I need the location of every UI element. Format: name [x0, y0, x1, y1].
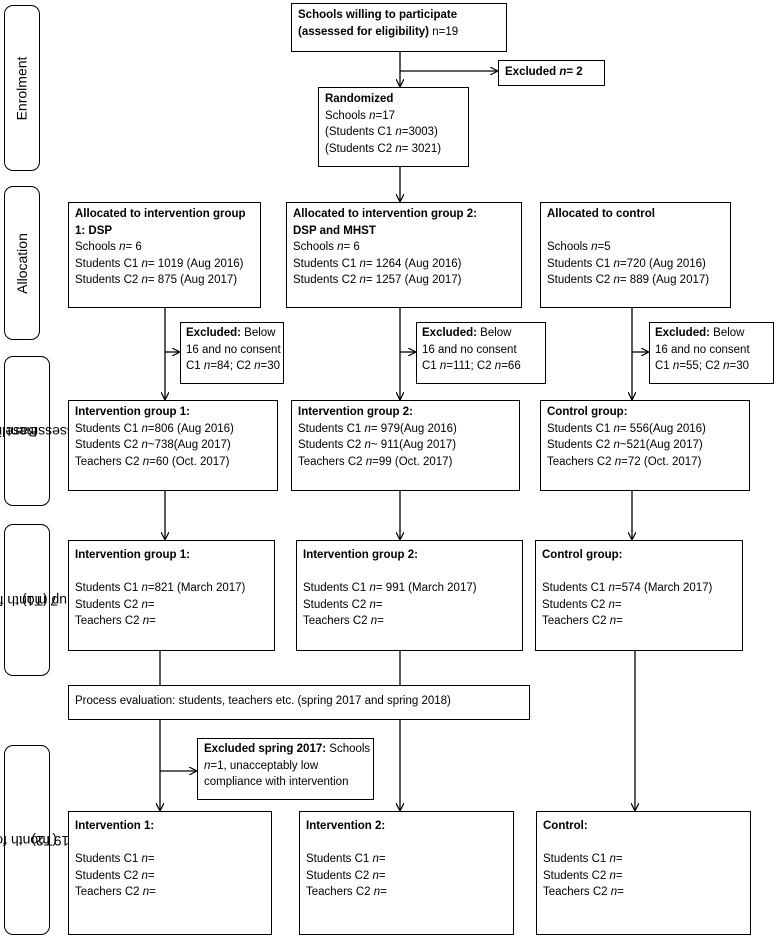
- phase-t2: 19 month follow-up(T2): [0, 745, 69, 935]
- excluded-group2-box: Excluded: Below 16 and no consent C1 n=1…: [416, 322, 546, 384]
- phase-t1: 7 month follow-up (T1): [0, 524, 67, 676]
- t2-control-box: Control: Students C1 n= Students C2 n= T…: [536, 811, 751, 935]
- t2-group2-box: Intervention 2: Students C1 n= Students …: [299, 811, 514, 935]
- t2-group1-box: Intervention 1: Students C1 n= Students …: [68, 811, 272, 935]
- allocation-group1-box: Allocated to intervention group 1: DSP S…: [68, 202, 261, 308]
- schools-eligibility-box: Schools willing to participate (assessed…: [291, 3, 507, 52]
- t1-group1-box: Intervention group 1: Students C1 n=821 …: [68, 540, 275, 651]
- allocation-control-box: Allocated to control Schools n=5 Student…: [540, 202, 731, 308]
- process-evaluation-box: Process evaluation: students, teachers e…: [68, 685, 530, 720]
- phase-allocation: Allocation: [4, 186, 40, 340]
- excluded-spring-box: Excluded spring 2017: Schools n=1, unacc…: [197, 738, 374, 800]
- randomized-box: Randomized Schools n=17 (Students C1 n=3…: [318, 87, 469, 167]
- allocation-group2-box: Allocated to intervention group 2: DSP a…: [286, 202, 522, 308]
- phase-baseline: Baselineassessment: [0, 356, 81, 506]
- excluded-enrolment-box: Excluded n= 2: [498, 60, 605, 86]
- excluded-group1-box: Excluded: Below 16 and no consent C1 n=8…: [180, 322, 284, 384]
- baseline-control-box: Control group: Students C1 n= 556(Aug 20…: [540, 400, 750, 491]
- t1-group2-box: Intervention group 2: Students C1 n= 991…: [296, 540, 523, 651]
- baseline-group1-box: Intervention group 1: Students C1 n=806 …: [68, 400, 278, 491]
- baseline-group2-box: Intervention group 2: Students C1 n= 979…: [291, 400, 520, 491]
- t1-control-box: Control group: Students C1 n=574 (March …: [535, 540, 743, 651]
- phase-enrolment: Enrolment: [4, 5, 40, 171]
- excluded-control-box: Excluded: Below 16 and no consent C1 n=5…: [649, 322, 774, 384]
